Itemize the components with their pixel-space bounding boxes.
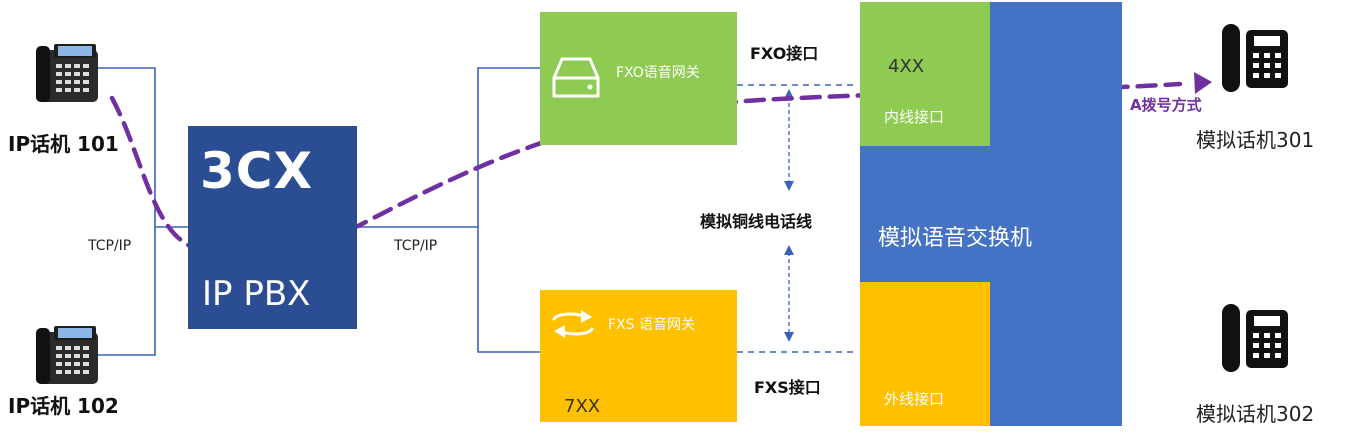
analog-phone-302-label: 模拟话机302: [1196, 402, 1315, 426]
fxs-port-label: FXS接口: [754, 378, 821, 397]
copper-arrow-lower: [784, 245, 794, 342]
dial-route-arrowhead: [1194, 72, 1212, 94]
copper-line-label: 模拟铜线电话线: [700, 212, 813, 231]
ip-phone-101-icon: [36, 44, 98, 102]
external-port-label: 外线接口: [884, 390, 945, 408]
fxo-gateway-box: FXO语音网关: [540, 12, 737, 145]
fxo-port-label: FXO接口: [750, 44, 819, 63]
ip-pbx-label: IP PBX: [202, 274, 311, 314]
internal-port-label: 内线接口: [884, 108, 945, 126]
tcp-ip-right-label: TCP/IP: [394, 238, 438, 254]
hard-drive-icon: [552, 57, 600, 98]
internal-extension-range: 4XX: [888, 56, 925, 77]
ip-phone-101-label: IP话机 101: [8, 132, 119, 156]
ip-pbx-box: 3CX IP PBX: [188, 126, 357, 329]
analog-switch-box: 4XX 内线接口 模拟语音交换机 外线接口: [860, 2, 1122, 426]
pbx-gateway-link-line: [357, 67, 540, 353]
analog-phone-302-icon: [1222, 304, 1288, 372]
3cx-logo: 3CX: [200, 142, 314, 200]
analog-phone-301-icon: [1222, 24, 1288, 92]
copper-arrow-upper: [784, 89, 794, 191]
analog-switch-label: 模拟语音交换机: [878, 226, 1033, 251]
ip-phone-102-icon: [36, 326, 98, 384]
fxs-gateway-title: FXS 语音网关: [608, 317, 695, 333]
dial-method-label: A拨号方式: [1130, 96, 1202, 114]
analog-phone-301-label: 模拟话机301: [1196, 128, 1315, 152]
ip-phone-link-line: [98, 67, 188, 356]
tcp-ip-left-label: TCP/IP: [88, 238, 132, 254]
fxo-gateway-title: FXO语音网关: [616, 65, 700, 81]
fxs-extension-range: 7XX: [564, 396, 601, 417]
internal-port-block: 4XX 内线接口: [860, 2, 990, 146]
external-port-block: 外线接口: [860, 282, 990, 426]
fxs-gateway-box: FXS 语音网关 7XX: [540, 290, 737, 422]
swap-arrows-icon: [552, 310, 594, 338]
ip-phone-102-label: IP话机 102: [8, 394, 119, 418]
